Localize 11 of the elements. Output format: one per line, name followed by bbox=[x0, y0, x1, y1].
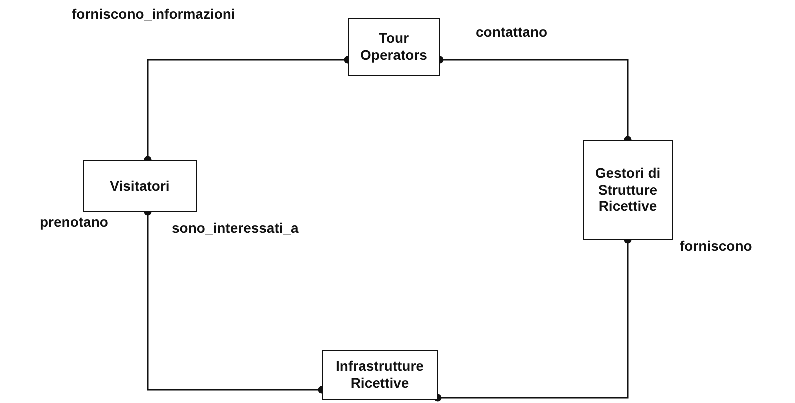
entity-name: Infrastrutture Ricettive bbox=[335, 358, 425, 392]
entity-box bbox=[348, 18, 440, 76]
edge-label: forniscono bbox=[680, 238, 752, 254]
entity-name: Visitatori bbox=[110, 178, 170, 194]
entity-box bbox=[83, 160, 197, 212]
entity-box bbox=[583, 140, 673, 240]
entity-name: Gestori di Strutture Ricettive bbox=[594, 164, 662, 216]
edge-label: forniscono_informazioni bbox=[72, 6, 236, 22]
edge-label: sono_interessati_a bbox=[172, 220, 299, 236]
entity-box bbox=[322, 350, 438, 400]
entity-name: Tour Operators bbox=[360, 30, 428, 64]
